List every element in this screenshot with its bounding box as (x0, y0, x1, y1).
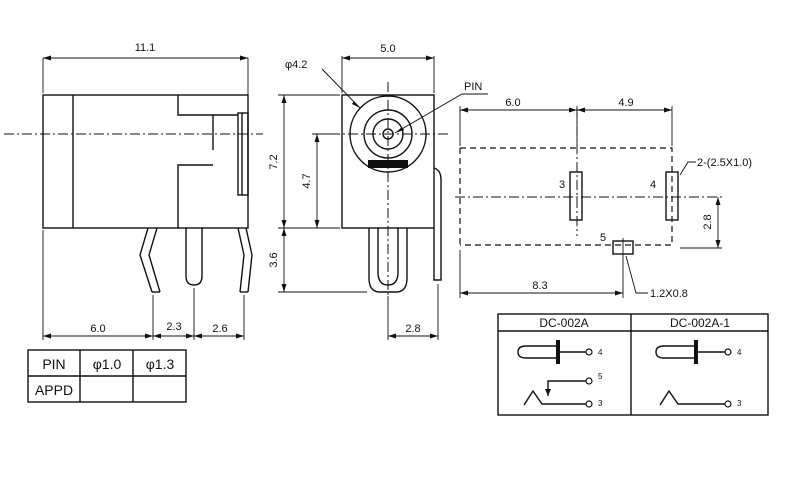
front-height-dim: 7.2 (268, 154, 280, 169)
pcb-dim-bottom: 8.3 (532, 280, 547, 292)
pcb-slot-note: 2-(2.5X1.0) (697, 157, 752, 169)
pin-table-header-pin: PIN (42, 356, 65, 372)
schematic-col1-title: DC-002A (539, 316, 588, 330)
pin-table-row-label: APPD (35, 382, 73, 398)
front-width-dim: 5.0 (380, 43, 395, 55)
pcb-hole-note: 1.2X0.8 (650, 288, 688, 300)
front-diameter-dim: φ4.2 (285, 59, 307, 71)
side-dim-b: 2.3 (166, 321, 181, 333)
pin-table-header-d1: φ1.0 (93, 356, 122, 372)
pin-table: PIN φ1.0 φ1.3 APPD (27, 349, 187, 403)
col1-pin-3: 3 (598, 399, 603, 408)
pin-table-header-d2: φ1.3 (146, 356, 175, 372)
pad-4-slot (665, 171, 679, 221)
front-view: 5.0 φ4.2 PIN 7.2 4.7 3.6 2.8 (268, 43, 488, 340)
col2-pin-4: 4 (737, 348, 742, 357)
schematic-col2-title: DC-002A-1 (670, 316, 730, 330)
pcb-dim-left: 6.0 (505, 97, 520, 109)
side-view: 11.1 6.0 2.3 2.6 (4, 42, 263, 340)
pad-3-slot (569, 171, 583, 221)
schematic-dc002a1-symbol: 4 3 (655, 340, 742, 408)
col2-pin-3: 3 (737, 399, 742, 408)
col1-pin-5: 5 (598, 372, 603, 381)
front-pin-width-dim: 2.8 (405, 323, 420, 335)
pad-5-label: 5 (600, 232, 606, 244)
pad-3-label: 3 (559, 179, 565, 191)
front-center-height-dim: 4.7 (301, 173, 313, 188)
pcb-dim-vertical: 2.8 (702, 214, 714, 229)
side-pin-left (139, 227, 161, 293)
side-dim-c: 2.6 (212, 323, 227, 335)
front-pin-label: PIN (464, 81, 482, 93)
pcb-dim-right: 4.9 (618, 97, 633, 109)
col1-pin-4: 4 (598, 348, 603, 357)
side-length-dim: 11.1 (135, 42, 156, 54)
front-pin-length-dim: 3.6 (268, 252, 280, 267)
schematic-table: DC-002A DC-002A-1 4 5 3 4 3 (497, 313, 769, 416)
side-pin-right (237, 227, 253, 293)
schematic-dc002a-symbol: 4 5 3 (517, 340, 603, 408)
pcb-layout: 3 4 5 6.0 4.9 2-(2.5X1.0) 2.8 8.3 (455, 97, 752, 300)
side-pin-middle (185, 228, 203, 286)
side-dim-a: 6.0 (90, 323, 105, 335)
pad-4-label: 4 (650, 179, 656, 191)
